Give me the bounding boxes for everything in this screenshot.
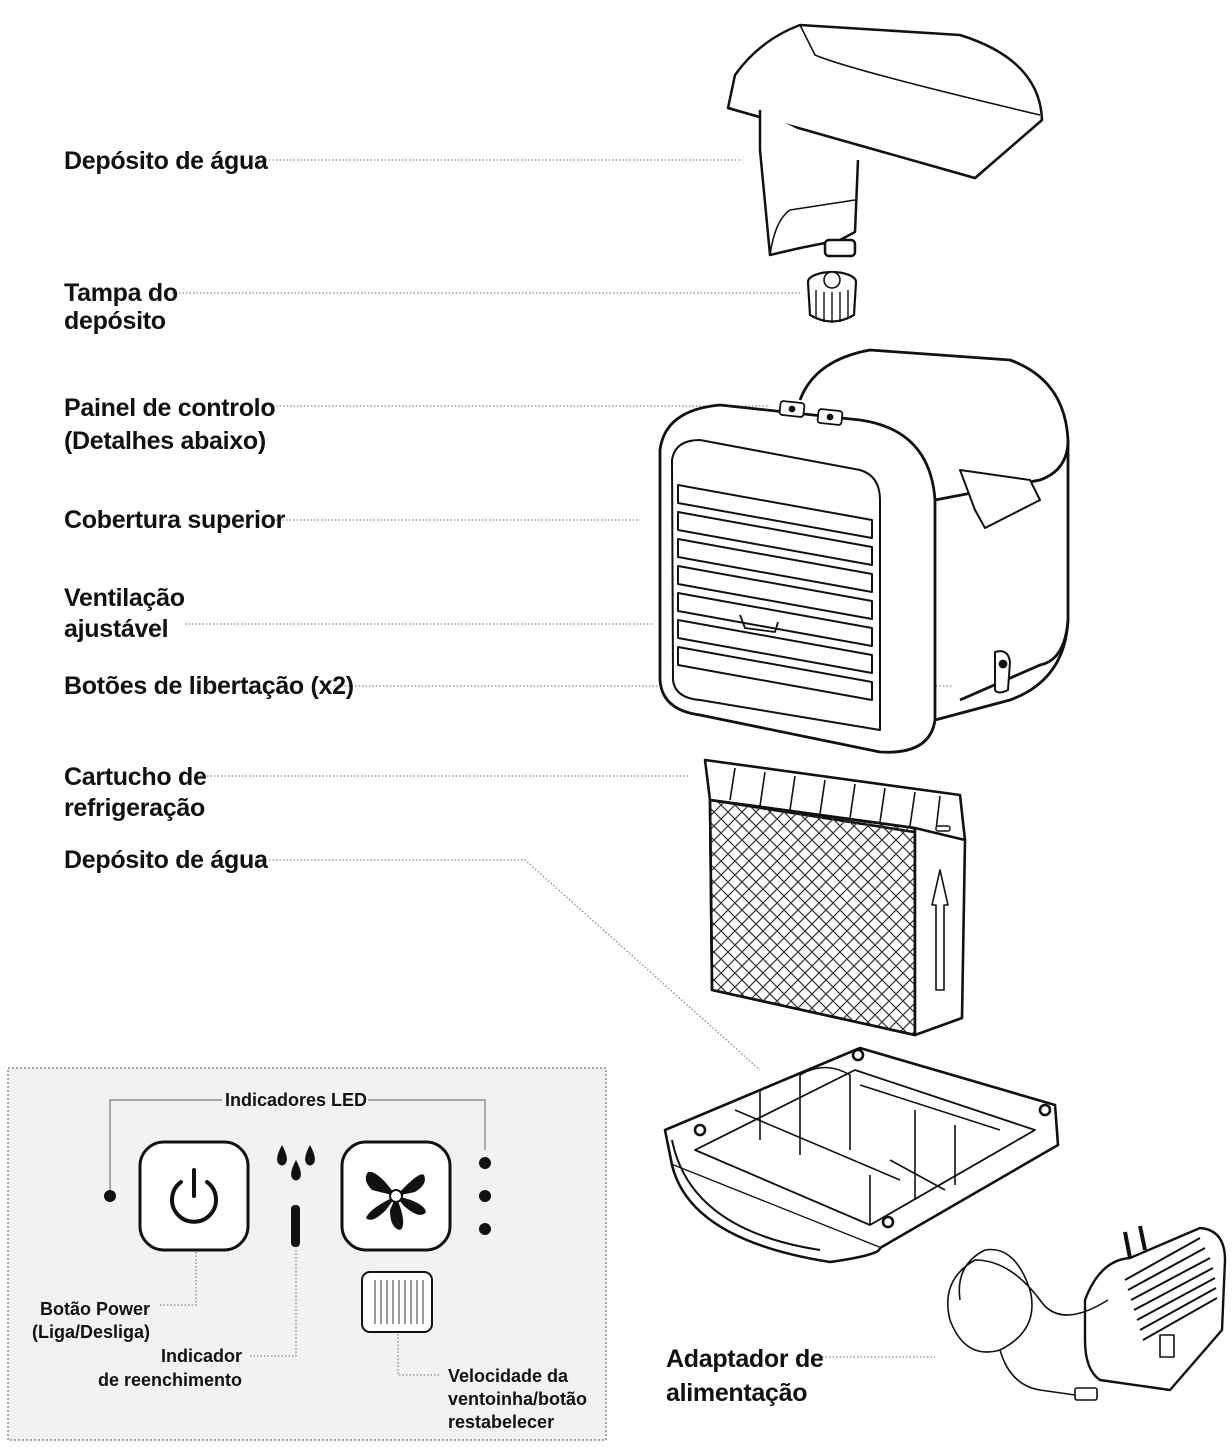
power-label-line1: Botão Power bbox=[40, 1299, 150, 1319]
label-control-panel: Painel de controlo (Detalhes abaixo) bbox=[64, 392, 276, 458]
power-led-dot bbox=[104, 1190, 116, 1202]
power-adapter-illustration bbox=[946, 1225, 1227, 1401]
power-button[interactable] bbox=[138, 1140, 250, 1252]
control-panel-detail: Indicadores LED bbox=[7, 1067, 607, 1441]
fan-led-dot-1 bbox=[479, 1157, 491, 1169]
label-adapter-line2: alimentação bbox=[666, 1379, 808, 1407]
panel-leaders bbox=[160, 1250, 440, 1376]
fan-led-dot-2 bbox=[479, 1190, 491, 1202]
label-cartridge: Cartucho de refrigeração bbox=[64, 762, 207, 824]
label-control-panel-line2: (Detalhes abaixo) bbox=[64, 427, 266, 455]
refill-label-line2: de reenchimento bbox=[98, 1370, 242, 1390]
led-bracket bbox=[109, 1099, 486, 1192]
fan-led-dot-3 bbox=[479, 1223, 491, 1235]
fan-icon bbox=[365, 1171, 426, 1230]
refill-label-line1: Indicador bbox=[161, 1346, 242, 1366]
label-control-panel-line1: Painel de controlo bbox=[64, 394, 276, 422]
fan-label-line3: restabelecer bbox=[448, 1412, 554, 1432]
refill-indicator-bar bbox=[291, 1205, 300, 1247]
main-body-illustration bbox=[658, 348, 1070, 754]
fan-label-line2: ventoinha/botão bbox=[448, 1389, 587, 1409]
label-adapter: Adaptador de alimentação bbox=[666, 1342, 824, 1410]
label-cartridge-line1: Cartucho de bbox=[64, 763, 207, 791]
label-tank-cap-line2: depósito bbox=[64, 307, 166, 335]
cooling-cartridge-illustration bbox=[703, 758, 967, 1037]
fan-button[interactable] bbox=[340, 1140, 452, 1252]
label-vent-line2: ajustável bbox=[64, 615, 169, 643]
fan-label-line1: Velocidade da bbox=[448, 1366, 569, 1386]
filter-thumbnail bbox=[361, 1271, 433, 1333]
label-cartridge-line2: refrigeração bbox=[64, 794, 205, 822]
label-water-tank-top: Depósito de água bbox=[64, 147, 268, 175]
label-tank-cap-line1: Tampa do bbox=[64, 279, 178, 307]
power-icon bbox=[170, 1168, 218, 1224]
label-vent: Ventilação ajustável bbox=[64, 583, 185, 645]
power-label-line2: (Liga/Desliga) bbox=[32, 1322, 150, 1342]
leader-water-tank-bottom bbox=[255, 859, 761, 1071]
led-indicators-label: Indicadores LED bbox=[225, 1090, 367, 1110]
label-vent-line1: Ventilação bbox=[64, 584, 185, 612]
water-drops-icon bbox=[277, 1145, 315, 1181]
water-tank-illustration bbox=[726, 23, 1044, 258]
label-top-cover: Cobertura superior bbox=[64, 506, 286, 534]
label-water-tank-bottom: Depósito de água bbox=[64, 846, 268, 874]
base-water-tank-illustration bbox=[663, 1046, 1060, 1264]
label-tank-cap: Tampa do depósito bbox=[64, 279, 178, 335]
label-adapter-line1: Adaptador de bbox=[666, 1345, 824, 1373]
label-release-buttons: Botões de libertação (x2) bbox=[64, 672, 354, 700]
tank-cap-illustration bbox=[806, 270, 858, 323]
panel-box bbox=[7, 1067, 607, 1441]
